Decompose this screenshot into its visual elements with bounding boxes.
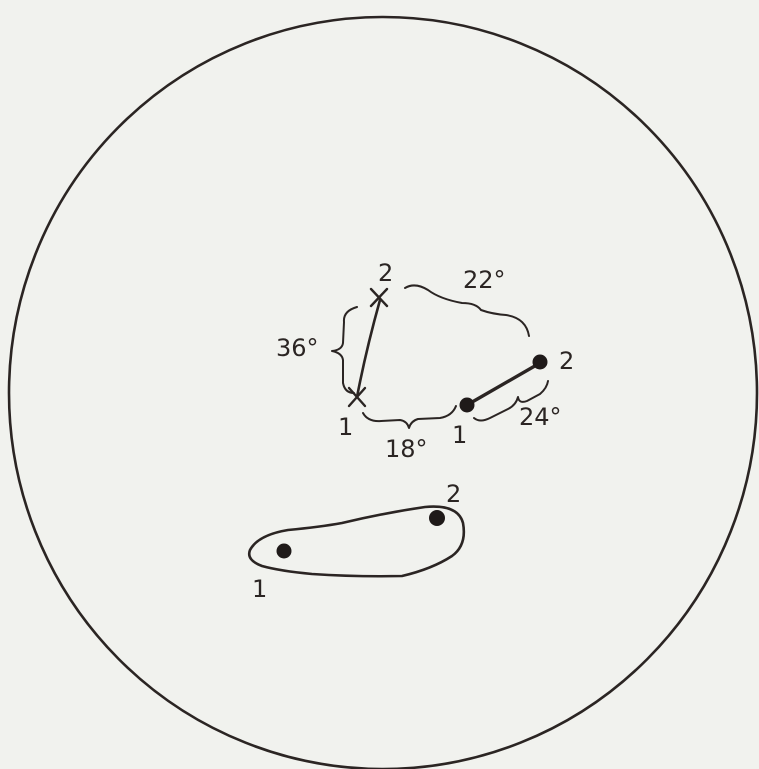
loop-pair-point-2	[429, 510, 445, 526]
bottom-separation-label: 18°	[385, 435, 428, 463]
dot-pair-angle-label: 24°	[519, 403, 562, 431]
cross-pair-end-label: 2	[378, 259, 393, 287]
bottom-separation-brace	[362, 405, 457, 429]
cross-pair-angle-brace	[331, 306, 358, 394]
loop-pair-point-1	[276, 543, 292, 559]
dot-pair-line	[465, 361, 542, 407]
dot-pair-angle-brace	[473, 380, 549, 422]
dot-pair-point-1	[459, 397, 475, 413]
loop-pair-end-label: 2	[446, 480, 461, 508]
top-separation-label: 22°	[463, 266, 506, 294]
loop-pair-outline	[247, 505, 466, 578]
cross-pair-arc	[355, 298, 382, 399]
cross-pair-angle-label: 36°	[276, 334, 319, 362]
primitive-circle	[7, 15, 759, 769]
cross-marker-1	[347, 386, 367, 408]
cross-marker-2	[369, 287, 389, 308]
cross-pair-start-label: 1	[338, 413, 353, 441]
loop-pair-start-label: 1	[252, 575, 267, 603]
dot-pair-point-2	[532, 354, 548, 370]
top-separation-brace	[404, 284, 530, 337]
dot-pair-end-label: 2	[559, 347, 574, 375]
dot-pair-start-label: 1	[452, 421, 467, 449]
